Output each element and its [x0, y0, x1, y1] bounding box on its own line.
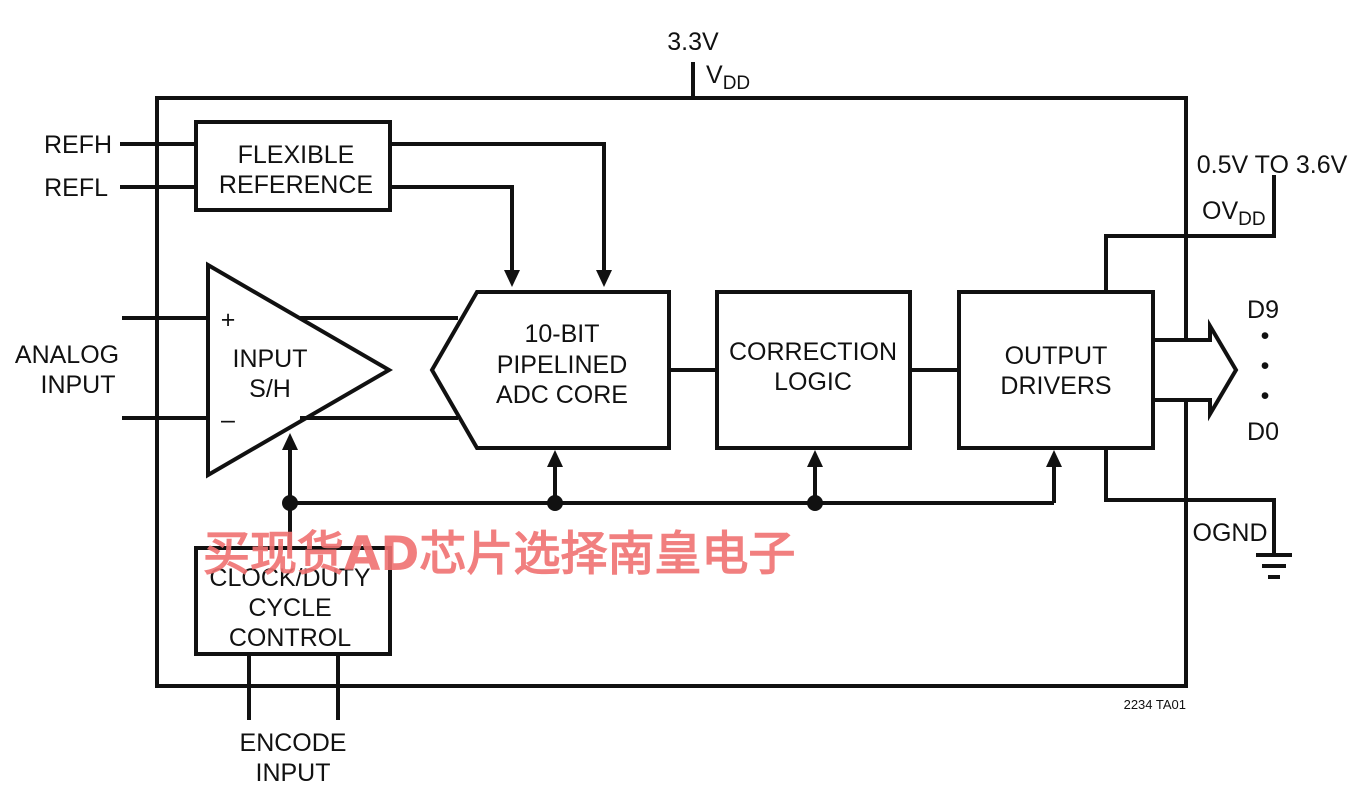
d0-label: D0	[1247, 418, 1279, 446]
encode-input-label: ENCODE	[240, 729, 347, 757]
analog-input-label: ANALOG	[15, 341, 119, 369]
correction-logic-label: CORRECTION	[729, 338, 897, 366]
arrow-head-icon	[282, 433, 298, 450]
correction-logic-label: LOGIC	[774, 368, 852, 396]
watermark-text: 买现货AD芯片选择南皇电子	[203, 527, 795, 582]
flexible-reference-label: FLEXIBLE	[238, 141, 355, 169]
adc-core-label: 10-BIT	[524, 320, 599, 348]
arrow-head-icon	[1046, 450, 1062, 467]
bus-dot: •	[1261, 322, 1270, 350]
arrow-head-icon	[596, 270, 612, 287]
adc-core-block	[429, 290, 671, 450]
vdd-label: VDD	[706, 61, 750, 94]
figure-id: 2234 TA01	[1124, 697, 1186, 712]
supply-voltage-label: 3.3V	[667, 28, 719, 56]
flexible-reference-block	[194, 120, 392, 212]
junction-dot	[807, 495, 823, 511]
ovdd-range-label: 0.5V TO 3.6V	[1197, 151, 1348, 179]
bus-dot: •	[1261, 382, 1270, 410]
ognd-label: OGND	[1193, 519, 1268, 547]
d9-label: D9	[1247, 296, 1279, 324]
output-drivers-label: OUTPUT	[1005, 342, 1108, 370]
ovdd-label: OVDD	[1202, 197, 1266, 230]
input-sh-label: S/H	[249, 375, 291, 403]
ovdd-wire	[1104, 175, 1276, 292]
minus-sign: –	[221, 406, 235, 434]
input-sh-amplifier	[206, 261, 393, 479]
ognd-wire	[1104, 448, 1276, 555]
clock-duty-block	[194, 546, 392, 656]
clock-duty-label: CLOCK/DUTY	[209, 564, 370, 592]
encode-input-label: INPUT	[256, 759, 331, 787]
flexible-reference-label: REFERENCE	[219, 171, 373, 199]
junction-dot	[282, 495, 298, 511]
bus-dot: •	[1261, 352, 1270, 380]
junction-dot	[547, 495, 563, 511]
adc-core-label: ADC CORE	[496, 381, 628, 409]
plus-sign: +	[221, 306, 236, 334]
arrow-head-icon	[504, 270, 520, 287]
arrow-head-icon	[547, 450, 563, 467]
refh-label: REFH	[44, 131, 112, 159]
adc-core-label: PIPELINED	[497, 351, 628, 379]
analog-input-label: INPUT	[41, 371, 116, 399]
arrow-head-icon	[807, 450, 823, 467]
clock-duty-label: CYCLE	[248, 594, 331, 622]
reference-to-adc-wire-2	[390, 185, 514, 272]
reference-to-adc-wire-1	[390, 142, 606, 272]
input-sh-label: INPUT	[233, 345, 308, 373]
refl-label: REFL	[44, 174, 108, 202]
clock-duty-label: CONTROL	[229, 624, 351, 652]
output-drivers-label: DRIVERS	[1000, 372, 1111, 400]
ground-icon	[1256, 553, 1292, 579]
output-drivers-block	[957, 290, 1155, 450]
